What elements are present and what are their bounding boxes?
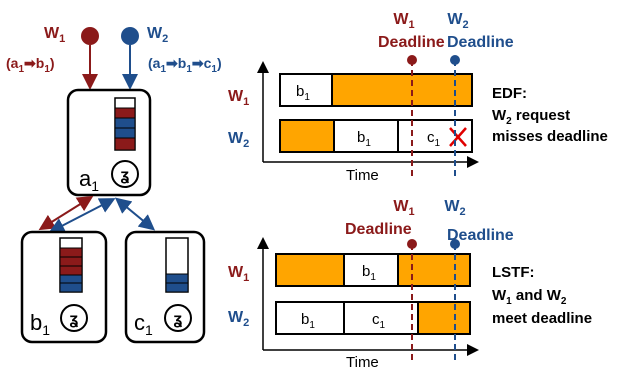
edf-note-title: EDF: [492,85,527,102]
edf-panel: W1 Deadline W2 Deadline Time W1 W2 b1 b1… [228,11,608,184]
node-c1-queue [165,237,189,293]
edf-deadline-w1-name: W1 [393,11,414,31]
edge-a1-b1-blue [48,198,116,233]
worker-icon [164,304,192,332]
edf-deadline-w2-name: W2 [447,11,468,31]
edf-deadline-w2-label: Deadline [447,34,514,51]
w1-label: W1 [44,25,65,45]
lstf-deadline-w2-label: Deadline [447,227,514,244]
worker-icon [60,304,88,332]
node-c1: c1 ʓ [124,230,206,344]
w2-label: W2 [147,25,168,45]
worker-icon-glyph: ʓ [121,167,130,184]
w1-source: W1 (a1➡b1) [6,25,99,90]
edf-deadline-w1-label: Deadline [378,34,445,51]
edf-row-w2-cell-c1 [397,119,473,153]
lstf-deadline-w1-name: W1 [393,198,414,218]
edf-row-w1-label: W1 [228,88,249,108]
worker-icon-glyph: ʓ [174,311,183,328]
lstf-row-w2-label: W2 [228,309,249,329]
w2-source: W2 (a1➡b1➡c1) [121,25,222,90]
node-b1-label: b1 [30,310,50,338]
lstf-panel: W1 Deadline W2 Deadline Time W1 W2 b1 b1… [228,198,592,371]
lstf-note-title: LSTF: [492,264,535,281]
lstf-deadline-w1-label: Deadline [345,221,412,238]
node-c1-label: c1 [134,310,153,338]
lstf-row-w1-cell-b1 [343,253,399,287]
lstf-row-w1-label: W1 [228,264,249,284]
worker-icon-glyph: ʓ [70,311,79,328]
w2-source-dot [121,27,139,45]
miss-cross-icon [449,127,467,147]
node-a1-queue [114,97,136,151]
lstf-time-label: Time [346,354,379,371]
w1-path: (a1➡b1) [6,55,55,75]
edf-note-line2: misses deadline [492,128,608,145]
node-a1: a1 ʓ [66,88,152,197]
node-b1: b1 ʓ [20,230,108,344]
w2-path: (a1➡b1➡c1) [148,55,222,75]
node-b1-queue [59,237,83,293]
edf-row-w1-cell-b1 [279,73,333,107]
edf-time-label: Time [346,167,379,184]
lstf-row-w2-cell-b1 [275,301,345,335]
lstf-note-line2: meet deadline [492,310,592,327]
w1-source-dot [81,27,99,45]
worker-icon [111,160,139,188]
lstf-deadline-w2-name: W2 [444,198,465,218]
lstf-row-w2-cell-c1 [343,301,419,335]
lstf-note-line1: W1 and W2 [492,287,567,307]
node-a1-label: a1 [79,166,99,194]
edf-note-line1: W2 request [492,107,570,127]
edge-a1-c1-blue [114,197,156,231]
edf-row-w2-label: W2 [228,130,249,150]
edf-row-w2-cell-orange [279,119,335,153]
